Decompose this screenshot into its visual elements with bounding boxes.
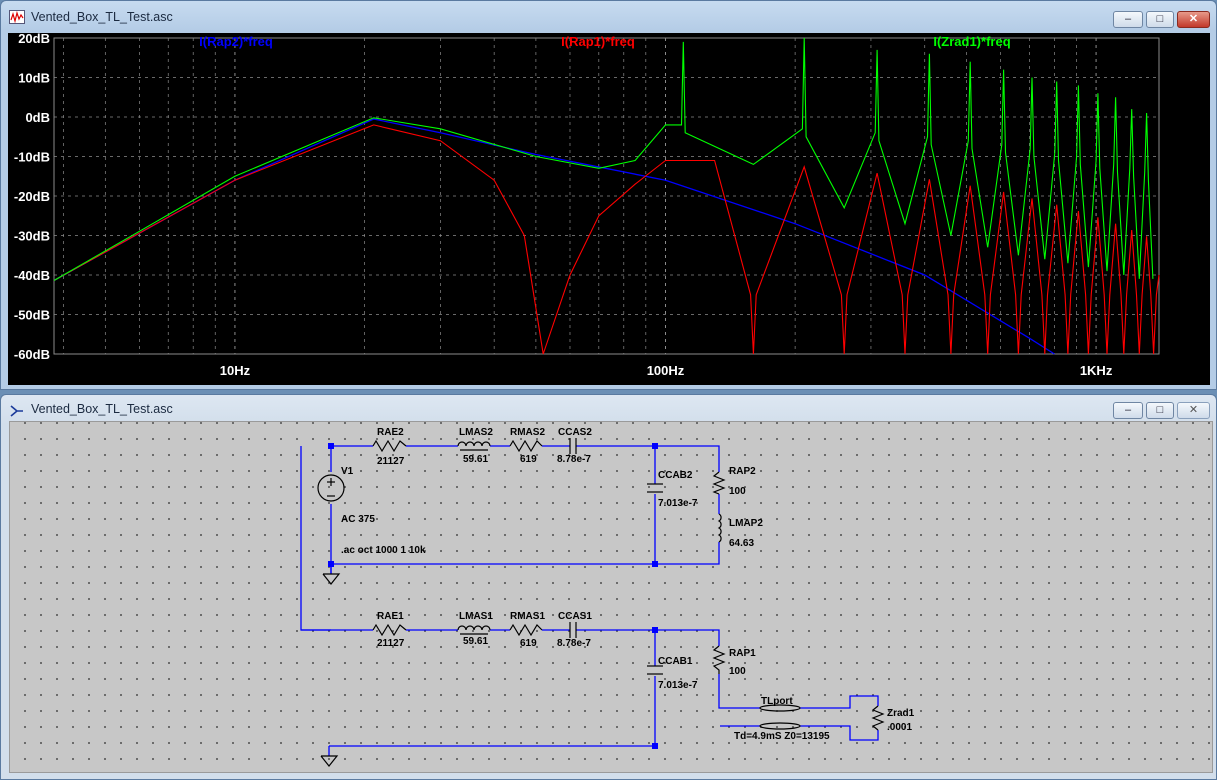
v1-value: AC 375 bbox=[341, 514, 375, 525]
rae1-label: RAE1 bbox=[377, 611, 404, 622]
y-tick-label: -60dB bbox=[14, 347, 50, 362]
lmap2-label: LMAP2 bbox=[729, 518, 763, 529]
trace-rap2 bbox=[53, 118, 1055, 355]
ccas2-value: 8.78e-7 bbox=[557, 454, 591, 465]
plot-titlebar[interactable]: Vented_Box_TL_Test.asc – □ ✕ bbox=[1, 1, 1216, 33]
wires bbox=[300, 445, 879, 756]
rae2-value: 21127 bbox=[377, 456, 405, 467]
y-tick-label: -20dB bbox=[14, 189, 50, 204]
plot-grid bbox=[53, 37, 1160, 355]
ccas1-value: 8.78e-7 bbox=[557, 638, 591, 649]
component-labels: RAE2 21127 LMAS2 59.61 RMAS2 619 CCAS2 8… bbox=[341, 427, 915, 742]
minimize-button[interactable]: – bbox=[1113, 402, 1143, 419]
schematic-window-title: Vented_Box_TL_Test.asc bbox=[31, 402, 173, 416]
analysis-directive: .ac oct 1000 1 10k bbox=[341, 545, 426, 556]
y-tick-label: -40dB bbox=[14, 268, 50, 283]
lmap2-value: 64.63 bbox=[729, 538, 754, 549]
zrad1-label: Zrad1 bbox=[887, 708, 915, 719]
ccab2-value: 7.013e-7 bbox=[658, 498, 698, 509]
tlport-label: TLport bbox=[761, 696, 793, 707]
schematic-window: Vented_Box_TL_Test.asc – □ ✕ bbox=[0, 394, 1217, 780]
rmas1-value: 619 bbox=[520, 638, 537, 649]
minimize-button[interactable]: – bbox=[1113, 11, 1143, 28]
v1-label: V1 bbox=[341, 466, 354, 477]
y-tick-label: -50dB bbox=[14, 308, 50, 323]
rmas2-value: 619 bbox=[520, 454, 537, 465]
lmas2-label: LMAS2 bbox=[459, 427, 493, 438]
x-tick-label: 10Hz bbox=[220, 363, 251, 378]
legend-entry: I(Rap1)*freq bbox=[561, 34, 635, 49]
y-tick-label: -10dB bbox=[14, 150, 50, 165]
y-tick-label: 10dB bbox=[18, 71, 50, 86]
y-tick-label: 20dB bbox=[18, 33, 50, 46]
schematic-icon bbox=[10, 405, 23, 417]
lmas2-value: 59.61 bbox=[463, 454, 488, 465]
y-axis-ticks: 20dB 10dB 0dB -10dB -20dB -30dB -40dB -50dB -60d… bbox=[14, 31, 50, 362]
zrad1-value: .0001 bbox=[887, 722, 912, 733]
ccas1-label: CCAS1 bbox=[558, 611, 592, 622]
lmas1-label: LMAS1 bbox=[459, 611, 493, 622]
y-tick-label: -30dB bbox=[14, 229, 50, 244]
legend-entry: I(Zrad1)*freq bbox=[933, 34, 1010, 49]
tlport-value: Td=4.9mS Z0=13195 bbox=[734, 731, 830, 742]
x-axis-ticks: 10Hz 100Hz 1KHz bbox=[220, 363, 1113, 378]
plot-window-title: Vented_Box_TL_Test.asc bbox=[31, 10, 173, 24]
rap2-value: 100 bbox=[729, 486, 746, 497]
rmas2-label: RMAS2 bbox=[510, 427, 545, 438]
schematic-drawing: RAE2 21127 LMAS2 59.61 RMAS2 619 CCAS2 8… bbox=[300, 427, 915, 767]
waveform-icon bbox=[9, 10, 25, 24]
junction-nodes bbox=[328, 443, 658, 749]
trace-rap1 bbox=[53, 124, 1160, 355]
y-tick-label: 0dB bbox=[25, 110, 50, 125]
schematic-titlebar[interactable]: Vented_Box_TL_Test.asc – □ ✕ bbox=[1, 395, 1216, 427]
rae2-label: RAE2 bbox=[377, 427, 404, 438]
maximize-button[interactable]: □ bbox=[1146, 11, 1174, 28]
trace-legend: I(Rap2)*freq I(Rap1)*freq I(Zrad1)*freq bbox=[199, 34, 1011, 49]
rap2-label: RAP2 bbox=[729, 466, 756, 477]
ccas2-label: CCAS2 bbox=[558, 427, 592, 438]
rmas1-label: RMAS1 bbox=[510, 611, 545, 622]
lmas1-value: 59.61 bbox=[463, 636, 488, 647]
ccab1-value: 7.013e-7 bbox=[658, 680, 698, 691]
legend-entry: I(Rap2)*freq bbox=[199, 34, 273, 49]
x-tick-label: 1KHz bbox=[1080, 363, 1113, 378]
components bbox=[317, 438, 885, 767]
rap1-label: RAP1 bbox=[729, 648, 756, 659]
trace-zrad1 bbox=[53, 37, 1154, 281]
waveform-plot[interactable]: 20dB 10dB 0dB -10dB -20dB -30dB -40dB -50dB -60d… bbox=[8, 31, 1210, 385]
rae1-value: 21127 bbox=[377, 638, 405, 649]
close-button[interactable]: ✕ bbox=[1177, 11, 1210, 28]
close-button[interactable]: ✕ bbox=[1177, 402, 1210, 419]
ccab2-label: CCAB2 bbox=[658, 470, 693, 481]
x-tick-label: 100Hz bbox=[647, 363, 685, 378]
plot-window: Vented_Box_TL_Test.asc – □ ✕ 20dB 10dB 0dB… bbox=[0, 0, 1217, 390]
ccab1-label: CCAB1 bbox=[658, 656, 693, 667]
maximize-button[interactable]: □ bbox=[1146, 402, 1174, 419]
bode-chart: 20dB 10dB 0dB -10dB -20dB -30dB -40dB -50dB -60d… bbox=[14, 31, 1160, 378]
plot-traces bbox=[53, 37, 1160, 355]
rap1-value: 100 bbox=[729, 666, 746, 677]
schematic-canvas[interactable]: RAE2 21127 LMAS2 59.61 RMAS2 619 CCAS2 8… bbox=[9, 421, 1213, 773]
